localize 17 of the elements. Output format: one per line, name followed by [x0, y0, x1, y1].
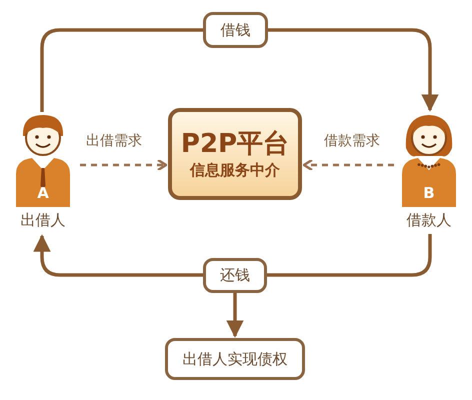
edge-label: 借款需求 [322, 132, 382, 150]
label-box: 出借人实现债权 [165, 338, 305, 380]
label-box: 借钱 [203, 12, 268, 48]
connector-line [267, 234, 432, 277]
connector-line [40, 28, 203, 112]
person-label: 借款人 [406, 210, 452, 230]
edge-label: 出借需求 [84, 132, 144, 150]
platform-box: P2P平台 信息服务中介 [168, 108, 302, 200]
person-label: 出借人 [20, 210, 66, 230]
letter-label: B [422, 184, 436, 202]
letter-label: A [36, 184, 50, 202]
chevron-arrow [80, 158, 168, 172]
connector-line [268, 28, 439, 112]
chevron-arrow [302, 158, 394, 172]
connector-line [226, 293, 244, 338]
connector-line [33, 234, 203, 277]
label-box: 还钱 [203, 258, 267, 293]
